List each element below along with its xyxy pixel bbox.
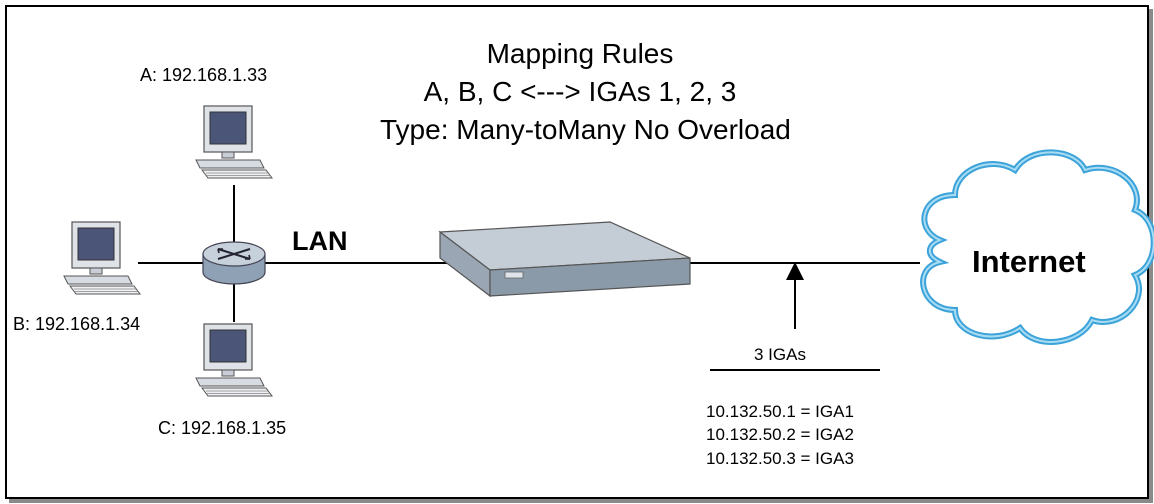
- iga-item-3: 10.132.50.3 = IGA3: [706, 449, 854, 468]
- iga-item-1: 10.132.50.1 = IGA1: [706, 402, 854, 421]
- computer-b-icon: [63, 221, 141, 295]
- title-line-3: Type: Many-toMany No Overload: [380, 114, 791, 145]
- iga-header: 3 IGAs: [754, 345, 806, 364]
- arrow-up-icon: [786, 262, 804, 329]
- switch-icon: [202, 241, 266, 285]
- computer-a-icon: [195, 105, 273, 179]
- iga-item-2: 10.132.50.2 = IGA2: [706, 425, 854, 444]
- router-device-icon: [438, 221, 691, 298]
- host-a-label: A: 192.168.1.33: [140, 65, 268, 85]
- internet-label: Internet: [972, 244, 1086, 279]
- computer-c-icon: [195, 323, 273, 397]
- internet-cloud-icon: [920, 149, 1154, 345]
- title-line-1: Mapping Rules: [486, 38, 674, 69]
- title-line-2: A, B, C <---> IGAs 1, 2, 3: [423, 76, 737, 107]
- lan-label: LAN: [292, 226, 348, 256]
- host-c-label: C: 192.168.1.35: [158, 418, 287, 438]
- host-b-label: B: 192.168.1.34: [13, 314, 141, 334]
